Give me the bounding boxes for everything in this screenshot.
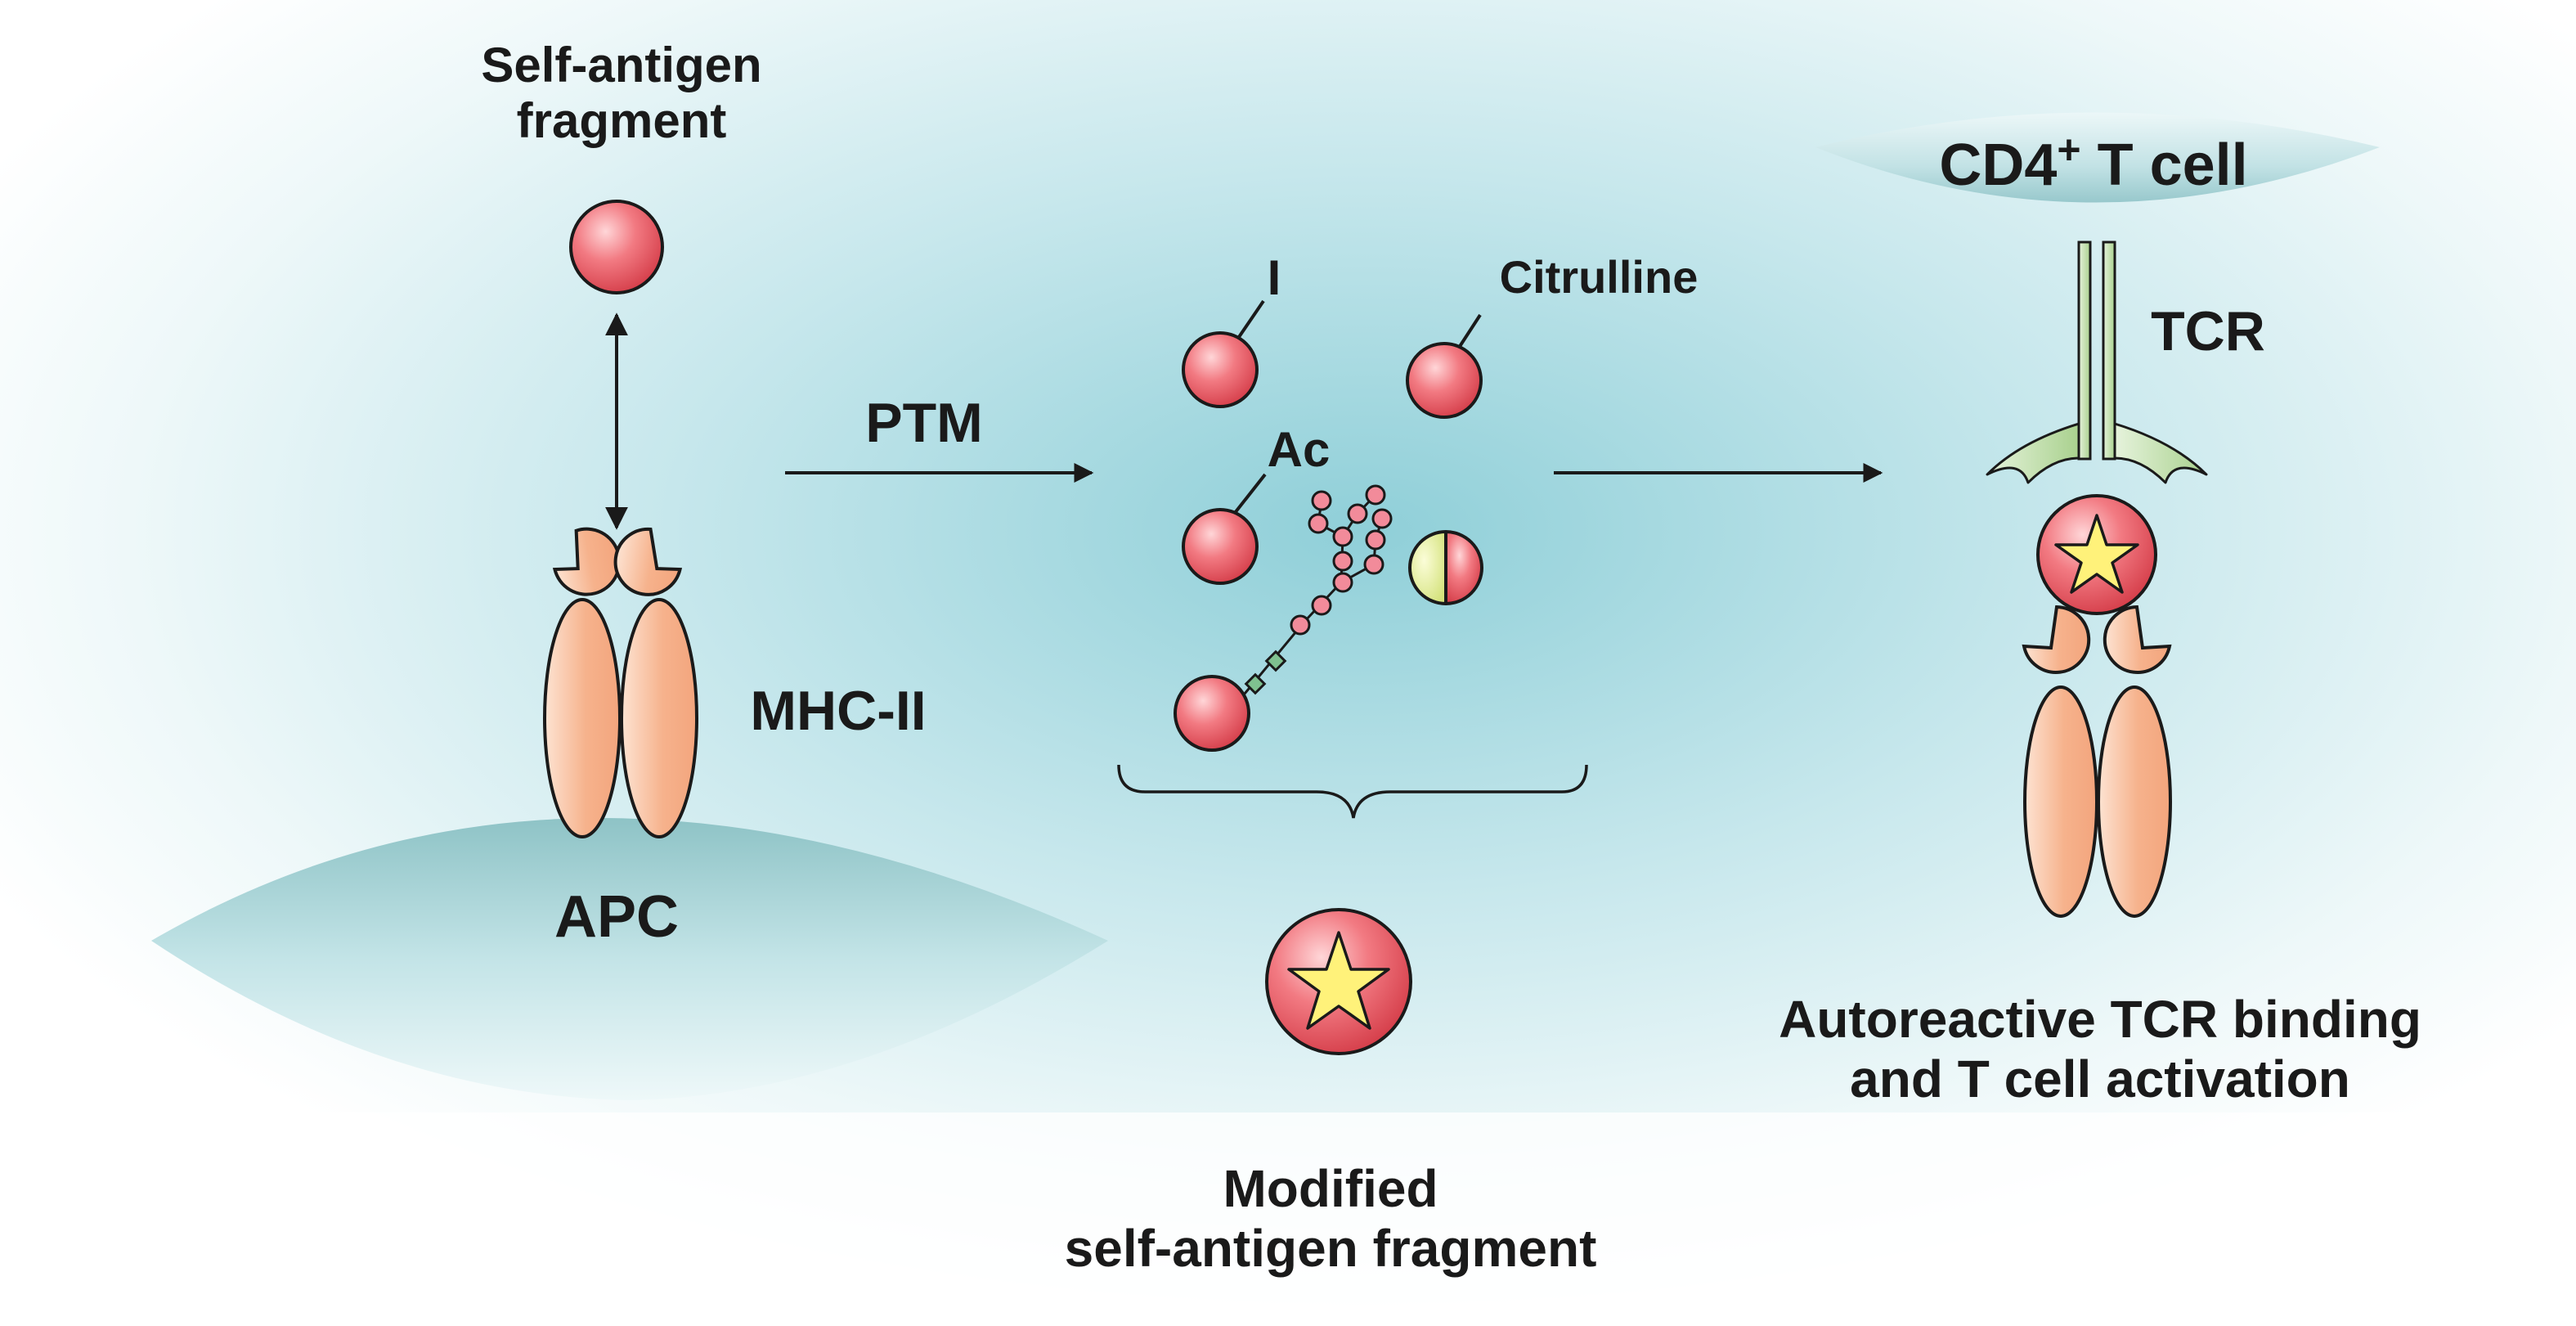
bound-mhc-peptide-complex — [2022, 494, 2172, 918]
apc-cell — [151, 818, 1108, 1100]
self-antigen-fragment — [569, 200, 664, 294]
mhc-ii-molecule — [543, 527, 698, 838]
glycan-chain-icon — [1243, 484, 1393, 695]
citrulline-label: Citrulline — [1500, 251, 1699, 303]
modified-fragment-label: Modified — [1223, 1159, 1438, 1218]
self-antigen-label-line2: fragment — [517, 93, 727, 148]
star-icon — [1287, 931, 1390, 1030]
tcr-receptor — [1986, 240, 2208, 484]
half-modified-fragment — [1408, 530, 1483, 605]
t-cell-label: CD4+ T cell — [1939, 127, 2247, 198]
acetylated-fragment — [1182, 508, 1259, 585]
glycosylated-fragment — [1174, 675, 1250, 752]
modified-fragments-group — [1174, 299, 1483, 752]
citrullinated-fragment — [1406, 342, 1483, 419]
star-icon — [2054, 514, 2139, 594]
iodinated-fragment — [1182, 331, 1259, 408]
activation-label-line2: and T cell activation — [1850, 1050, 2350, 1108]
acetylation-label: Ac — [1268, 422, 1331, 477]
activation-label: Autoreactive TCR binding — [1779, 990, 2421, 1049]
apc-label: APC — [554, 884, 679, 950]
t-cell — [1815, 112, 2380, 203]
self-antigen-label: Self-antigen — [481, 38, 761, 92]
modified-fragment-label-line2: self-antigen fragment — [1065, 1219, 1597, 1278]
grouping-brace — [1117, 764, 1588, 819]
iodination-label: I — [1268, 250, 1281, 305]
tcr-label: TCR — [2151, 300, 2265, 362]
modified-self-antigen-fragment — [1265, 908, 1412, 1055]
mhc-ii-label: MHC-II — [750, 680, 926, 742]
ptm-label: PTM — [865, 392, 983, 454]
